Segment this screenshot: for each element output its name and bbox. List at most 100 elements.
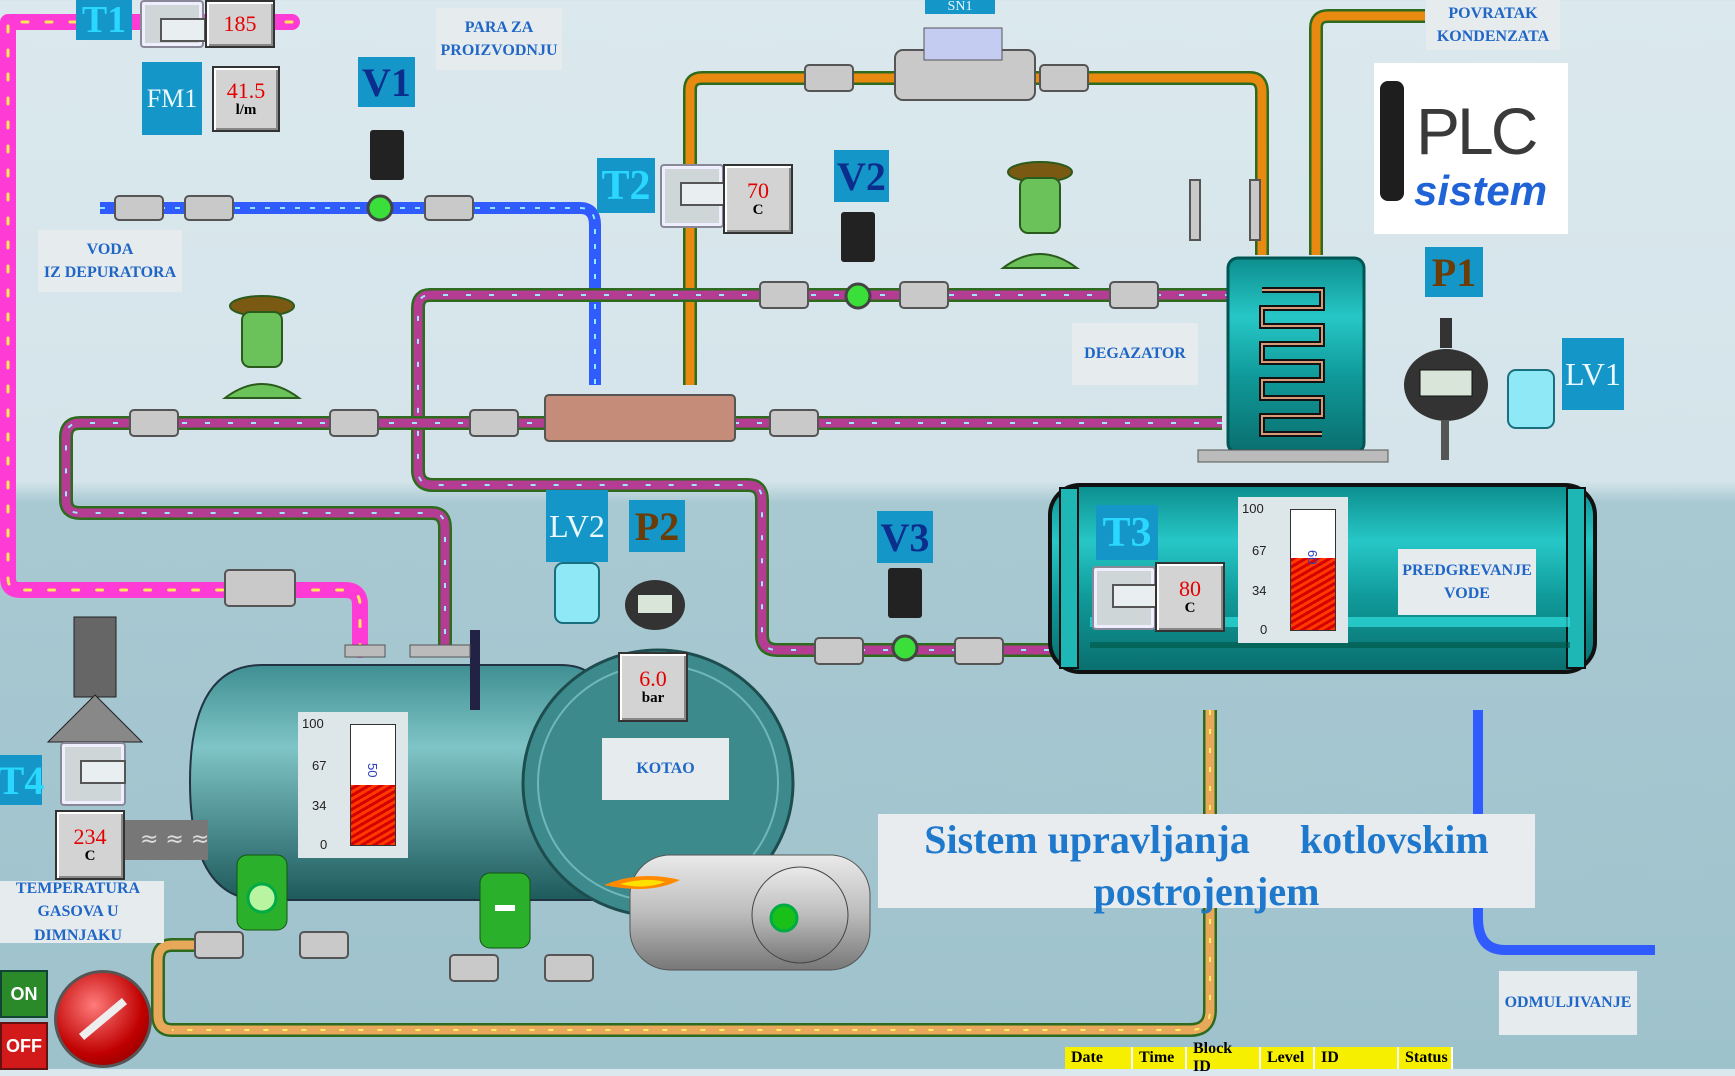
title-line2: postrojenjem [1093, 869, 1320, 914]
tag-t2: T2 [597, 158, 655, 213]
label-predgrevanje-line2: VODE [1444, 585, 1490, 602]
label-temp-line2: GASOVA U DIMNJAKU [34, 903, 122, 944]
label-predgrevanje-line1: PREDGREVANJE [1402, 561, 1532, 579]
temperature-meter-t4 [60, 742, 126, 806]
label-para-za-proizvodnju: PARA ZA PROIZVODNJU [436, 8, 562, 70]
readout-p2-unit: bar [641, 690, 665, 706]
temperature-meter-t1 [140, 0, 206, 48]
boiler-level-fill [351, 785, 395, 845]
gauge-tick-100: 100 [302, 716, 324, 731]
boiler-level-value: 50 [365, 763, 380, 778]
preheat-level-value: 60 [1305, 550, 1320, 565]
logo-plc-text: PLC [1416, 94, 1538, 168]
steam-pipe [0, 14, 368, 658]
log-col-status[interactable]: Status [1399, 1047, 1453, 1069]
title-line1: Sistem upravljanja kotlovskim [924, 817, 1489, 862]
gauge-tick-0: 0 [1260, 622, 1268, 637]
log-col-level[interactable]: Level [1261, 1047, 1315, 1069]
readout-t3-unit: C [1184, 600, 1196, 616]
readout-p2: 6.0 bar [618, 652, 688, 722]
readout-fm1-value: 41.5 [226, 78, 266, 103]
readout-p2-value: 6.0 [639, 666, 667, 691]
label-odmuljivanje: ODMULJIVANJE [1499, 971, 1637, 1035]
readout-t3-value: 80 [1179, 576, 1201, 601]
label-temperatura-gasova: TEMPERATURA GASOVA U DIMNJAKU [0, 880, 164, 944]
temperature-meter-t2 [660, 164, 726, 228]
readout-t2: 70 C [723, 164, 793, 234]
blowdown-pipe [1473, 710, 1655, 955]
log-col-date[interactable]: Date [1065, 1047, 1133, 1069]
readout-t2-unit: C [752, 202, 764, 218]
logo-sistem-text: sistem [1414, 167, 1548, 214]
label-para-line1: PARA ZA [464, 18, 534, 36]
gauge-tick-34: 34 [1252, 583, 1267, 598]
tag-p1: P1 [1425, 247, 1483, 297]
label-povratak-line2: KONDENZATA [1436, 28, 1550, 45]
label-povratak-line1: POVRATAK [1448, 4, 1538, 22]
sensor-sn1-body [923, 27, 1003, 61]
readout-t1-value: 185 [223, 11, 257, 36]
tag-v3: V3 [877, 511, 933, 563]
label-kotao: KOTAO [602, 738, 729, 800]
tag-v2: V2 [834, 150, 889, 202]
control-valve-icon [222, 161, 1080, 399]
tag-fm1: FM1 [142, 62, 202, 135]
boiler-valve-icon [236, 854, 531, 949]
readout-fm1-unit: l/m [235, 102, 257, 118]
event-log-header: Date Time Block ID Level ID Status [1065, 1040, 1453, 1075]
log-col-id[interactable]: ID [1315, 1047, 1399, 1069]
readout-t3: 80 C [1155, 562, 1225, 632]
stop-slash [78, 997, 128, 1041]
readout-fm1: 41.5 l/m [212, 66, 280, 132]
label-para-line2: PROIZVODNJU [440, 42, 558, 59]
deaerator-column [1197, 256, 1389, 463]
label-voda-line2: IZ DEPURATORA [43, 264, 177, 281]
valve-group [114, 49, 1261, 982]
chimney: ≈ ≈ ≈ [46, 616, 209, 860]
gauge-tick-67: 67 [1252, 543, 1267, 558]
gauge-tick-34: 34 [312, 798, 327, 813]
logo-bar [1380, 81, 1404, 201]
log-col-block-id[interactable]: Block ID [1187, 1040, 1261, 1075]
tag-p2: P2 [629, 500, 685, 552]
tag-v1: V1 [358, 57, 415, 107]
emergency-stop-icon[interactable] [54, 970, 152, 1068]
preheat-level-fill [1291, 558, 1335, 630]
label-temp-line1: TEMPERATURA [15, 880, 141, 898]
tag-t1: T1 [76, 0, 132, 41]
temperature-meter-t3 [1092, 566, 1158, 630]
solenoid-valve-icon [366, 130, 922, 662]
label-voda-iz-depuratora: VODA IZ DEPURATORA [38, 230, 182, 292]
readout-t4-unit: C [84, 848, 96, 864]
off-button[interactable]: OFF [0, 1022, 48, 1070]
cold-water-pipe [100, 202, 601, 385]
tag-lv1: LV1 [1562, 338, 1624, 410]
readout-t2-value: 70 [747, 178, 769, 203]
label-voda-line1: VODA [86, 240, 134, 258]
preheat-level-tube: 60 [1290, 509, 1336, 631]
gauge-tick-67: 67 [312, 758, 327, 773]
label-povratak-kondenzata: POVRATAK KONDENZATA [1426, 0, 1560, 50]
readout-t4: 234 C [55, 810, 125, 880]
label-predgrevanje-vode: PREDGREVANJE VODE [1398, 549, 1536, 615]
tag-t3: T3 [1096, 505, 1158, 560]
readout-t4-value: 234 [73, 824, 107, 849]
page-title: Sistem upravljanja kotlovskim postrojenj… [878, 814, 1535, 914]
readout-t1: 185 [205, 0, 275, 48]
boiler-level-gauge: 100 67 34 0 50 [298, 712, 408, 858]
preheat-level-gauge: 100 67 34 0 60 [1238, 497, 1348, 643]
level-transmitter-icon [554, 369, 1555, 624]
on-button[interactable]: ON [0, 970, 48, 1018]
svg-text:≈ ≈ ≈: ≈ ≈ ≈ [140, 827, 209, 852]
label-degazator: DEGAZATOR [1072, 323, 1198, 385]
plc-sistem-logo: PLC sistem [1374, 63, 1568, 234]
gauge-tick-100: 100 [1242, 501, 1264, 516]
tag-lv2: LV2 [546, 490, 608, 562]
log-col-time[interactable]: Time [1133, 1047, 1187, 1069]
tag-sn1: SN1 [925, 0, 995, 14]
feed-water-pipe [59, 288, 1230, 657]
gauge-tick-0: 0 [320, 837, 328, 852]
tag-t4: T4 [0, 755, 44, 805]
pressure-gauge-icon [625, 318, 1488, 630]
boiler-level-tube: 50 [350, 724, 396, 846]
